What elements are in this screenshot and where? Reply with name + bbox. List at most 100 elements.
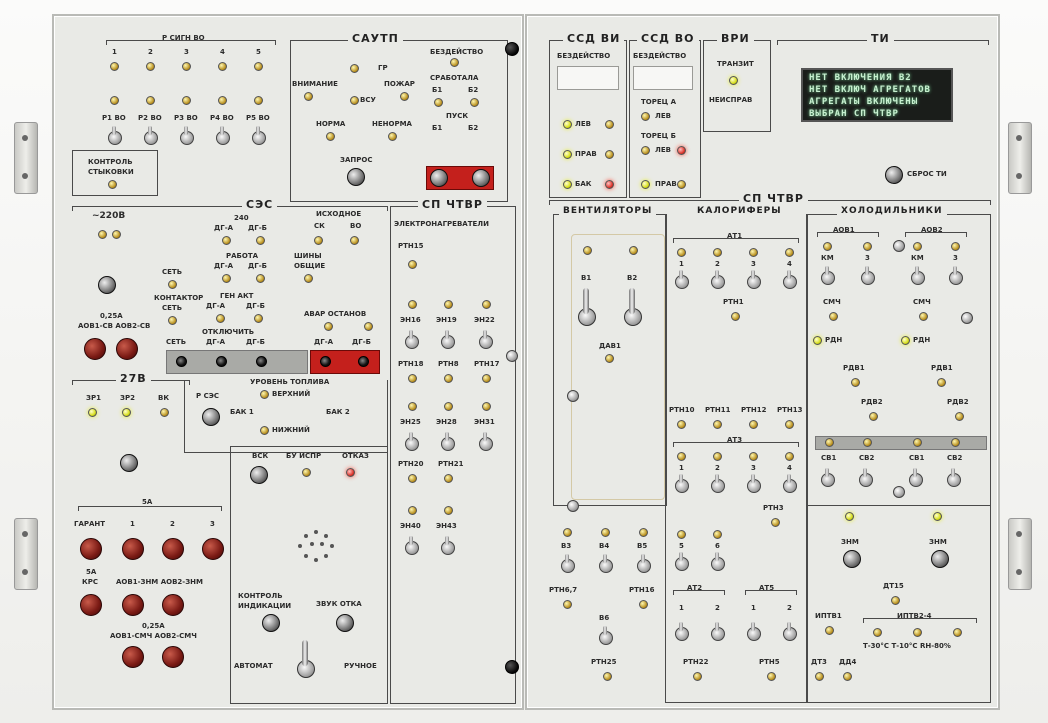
latch-bottom-left[interactable] (505, 660, 519, 674)
ses-otkl-dgb-button[interactable] (256, 356, 267, 367)
kalor-at3-toggle-4[interactable] (782, 474, 797, 493)
sautp-b1-bottom: Б1 (432, 124, 443, 132)
kalor-toggle-5[interactable] (674, 552, 689, 571)
kalor-at1-toggle-2[interactable] (710, 270, 725, 289)
kalor-toggle-6[interactable] (710, 552, 725, 571)
bottom-lamp-otkaz (346, 468, 355, 477)
elek-toggle-en25[interactable] (404, 432, 419, 451)
ses-fuse-1[interactable] (84, 338, 106, 360)
ses-otkl-set-button[interactable] (176, 356, 187, 367)
ses-otkl-dga-button[interactable] (216, 356, 227, 367)
kalor-at1-toggle-1[interactable] (674, 270, 689, 289)
v27-switch[interactable] (120, 454, 138, 472)
fuse-garant-cap[interactable] (80, 538, 102, 560)
ses-fuse-label-1: 0,25А (100, 312, 123, 320)
elek-rtn18: РТН18 (398, 360, 424, 368)
vent-lamp-rtn25 (603, 672, 612, 681)
ses-220v-switch[interactable] (98, 276, 116, 294)
v27-lamp-zr1 (88, 408, 97, 417)
elek-toggle-en22[interactable] (478, 330, 493, 349)
holod-aov1-toggle-sv1[interactable] (820, 468, 835, 487)
kalor-at2-toggle-2[interactable] (710, 622, 725, 641)
kalor-at1-lamp-4 (785, 248, 794, 257)
kalor-at5-toggle-1[interactable] (746, 622, 761, 641)
holod-aov2-lamp-rdv1 (937, 378, 946, 387)
fuse-aov1-znm-cap[interactable] (122, 594, 144, 616)
bottom-mode-toggle[interactable] (294, 640, 316, 688)
holod-aov2-toggle-3[interactable] (948, 266, 963, 285)
rsign-toggle-1[interactable] (107, 126, 122, 145)
vent-b6-toggle[interactable] (598, 626, 613, 645)
vent-lamp-1 (583, 246, 592, 255)
elek-toggle-en16[interactable] (404, 330, 419, 349)
v27-lamp-verhniy (260, 390, 269, 399)
bottom-vsk-button[interactable] (250, 466, 268, 484)
bottom-zvuk-button[interactable] (336, 614, 354, 632)
elek-toggle-en43[interactable] (440, 536, 455, 555)
holod-section (807, 214, 991, 506)
bottom-kontrol-button[interactable] (262, 614, 280, 632)
sautp-pusk-b2-button[interactable] (472, 169, 490, 187)
elek-toggle-en19[interactable] (440, 330, 455, 349)
latch-top-left[interactable] (505, 42, 519, 56)
kalor-at3-bracket (673, 442, 799, 447)
bottom-bu-ispr: БУ ИСПР (286, 452, 322, 460)
elek-toggle-en28[interactable] (440, 432, 455, 451)
fuse-aov2-znm-cap[interactable] (162, 594, 184, 616)
sautp-zapros-button[interactable] (347, 168, 365, 186)
ssdvo-prav-b: ПРАВ (655, 180, 677, 188)
holod-aov2-toggle-sv2[interactable] (946, 468, 961, 487)
vent-b4-toggle[interactable] (598, 554, 613, 573)
ti-sbros-button[interactable] (885, 166, 903, 184)
sautp-pusk-b1-button[interactable] (430, 169, 448, 187)
holod-aov2-znm-button[interactable] (931, 550, 949, 568)
vent-b5-toggle[interactable] (636, 554, 651, 573)
kalor-at3-toggle-2[interactable] (710, 474, 725, 493)
rsign-toggle-4[interactable] (215, 126, 230, 145)
ssdvo-lamp-torec-b (641, 146, 650, 155)
holod-aov1-toggle-sv2[interactable] (858, 468, 873, 487)
sautp-lamp-bezdeistvo (450, 58, 459, 67)
holod-aov1-lamp-km (823, 242, 832, 251)
ssdvi-lev: ЛЕВ (575, 120, 591, 128)
fuse-1-cap[interactable] (122, 538, 144, 560)
ses-240-dgb: ДГ-Б (248, 224, 267, 232)
rsign-toggle-3[interactable] (179, 126, 194, 145)
vent-b1-toggle[interactable] (575, 288, 597, 336)
latch-mid-left[interactable] (506, 350, 518, 362)
elek-rtn20: РТН20 (398, 460, 424, 468)
fuse-garant: ГАРАНТ (74, 520, 106, 528)
elek-toggle-en40[interactable] (404, 536, 419, 555)
ses-avar-dga-button[interactable] (320, 356, 331, 367)
holod-aov2-toggle-sv1[interactable] (908, 468, 923, 487)
fuse-3-cap[interactable] (202, 538, 224, 560)
kalor-at3-toggle-3[interactable] (746, 474, 761, 493)
elek-toggle-en31[interactable] (478, 432, 493, 451)
holod-aov1-toggle-3[interactable] (860, 266, 875, 285)
rsign-label-4: Р4 ВО (210, 114, 234, 122)
kalor-at2-toggle-1[interactable] (674, 622, 689, 641)
elek-lamp-rtn15 (408, 260, 417, 269)
vent-b3-toggle[interactable] (560, 554, 575, 573)
fuse-aov2-smch-cap[interactable] (162, 646, 184, 668)
kalor-at1-toggle-3[interactable] (746, 270, 761, 289)
rsign-toggle-5[interactable] (251, 126, 266, 145)
kalor-at3-toggle-1[interactable] (674, 474, 689, 493)
holod-aov2-toggle-km[interactable] (910, 266, 925, 285)
v27-rses-switch[interactable] (202, 408, 220, 426)
rsign-toggle-2[interactable] (143, 126, 158, 145)
fuse-aov1-smch-cap[interactable] (122, 646, 144, 668)
vent-wire-clip-2 (567, 500, 579, 512)
ses-fuse-2[interactable] (116, 338, 138, 360)
kalor-lamp-rtn3 (771, 518, 780, 527)
holod-aov1-znm-button[interactable] (843, 550, 861, 568)
kalor-at1-toggle-4[interactable] (782, 270, 797, 289)
holod-aov1-toggle-km[interactable] (820, 266, 835, 285)
fuse-2-cap[interactable] (162, 538, 184, 560)
kalor-at5-toggle-2[interactable] (782, 622, 797, 641)
vent-b2-toggle[interactable] (621, 288, 643, 336)
ses-avar-dgb-button[interactable] (358, 356, 369, 367)
fuse-krs-cap[interactable] (80, 594, 102, 616)
holod-aov1-bracket (817, 232, 879, 237)
kalor-rtn13: РТН13 (777, 406, 803, 414)
